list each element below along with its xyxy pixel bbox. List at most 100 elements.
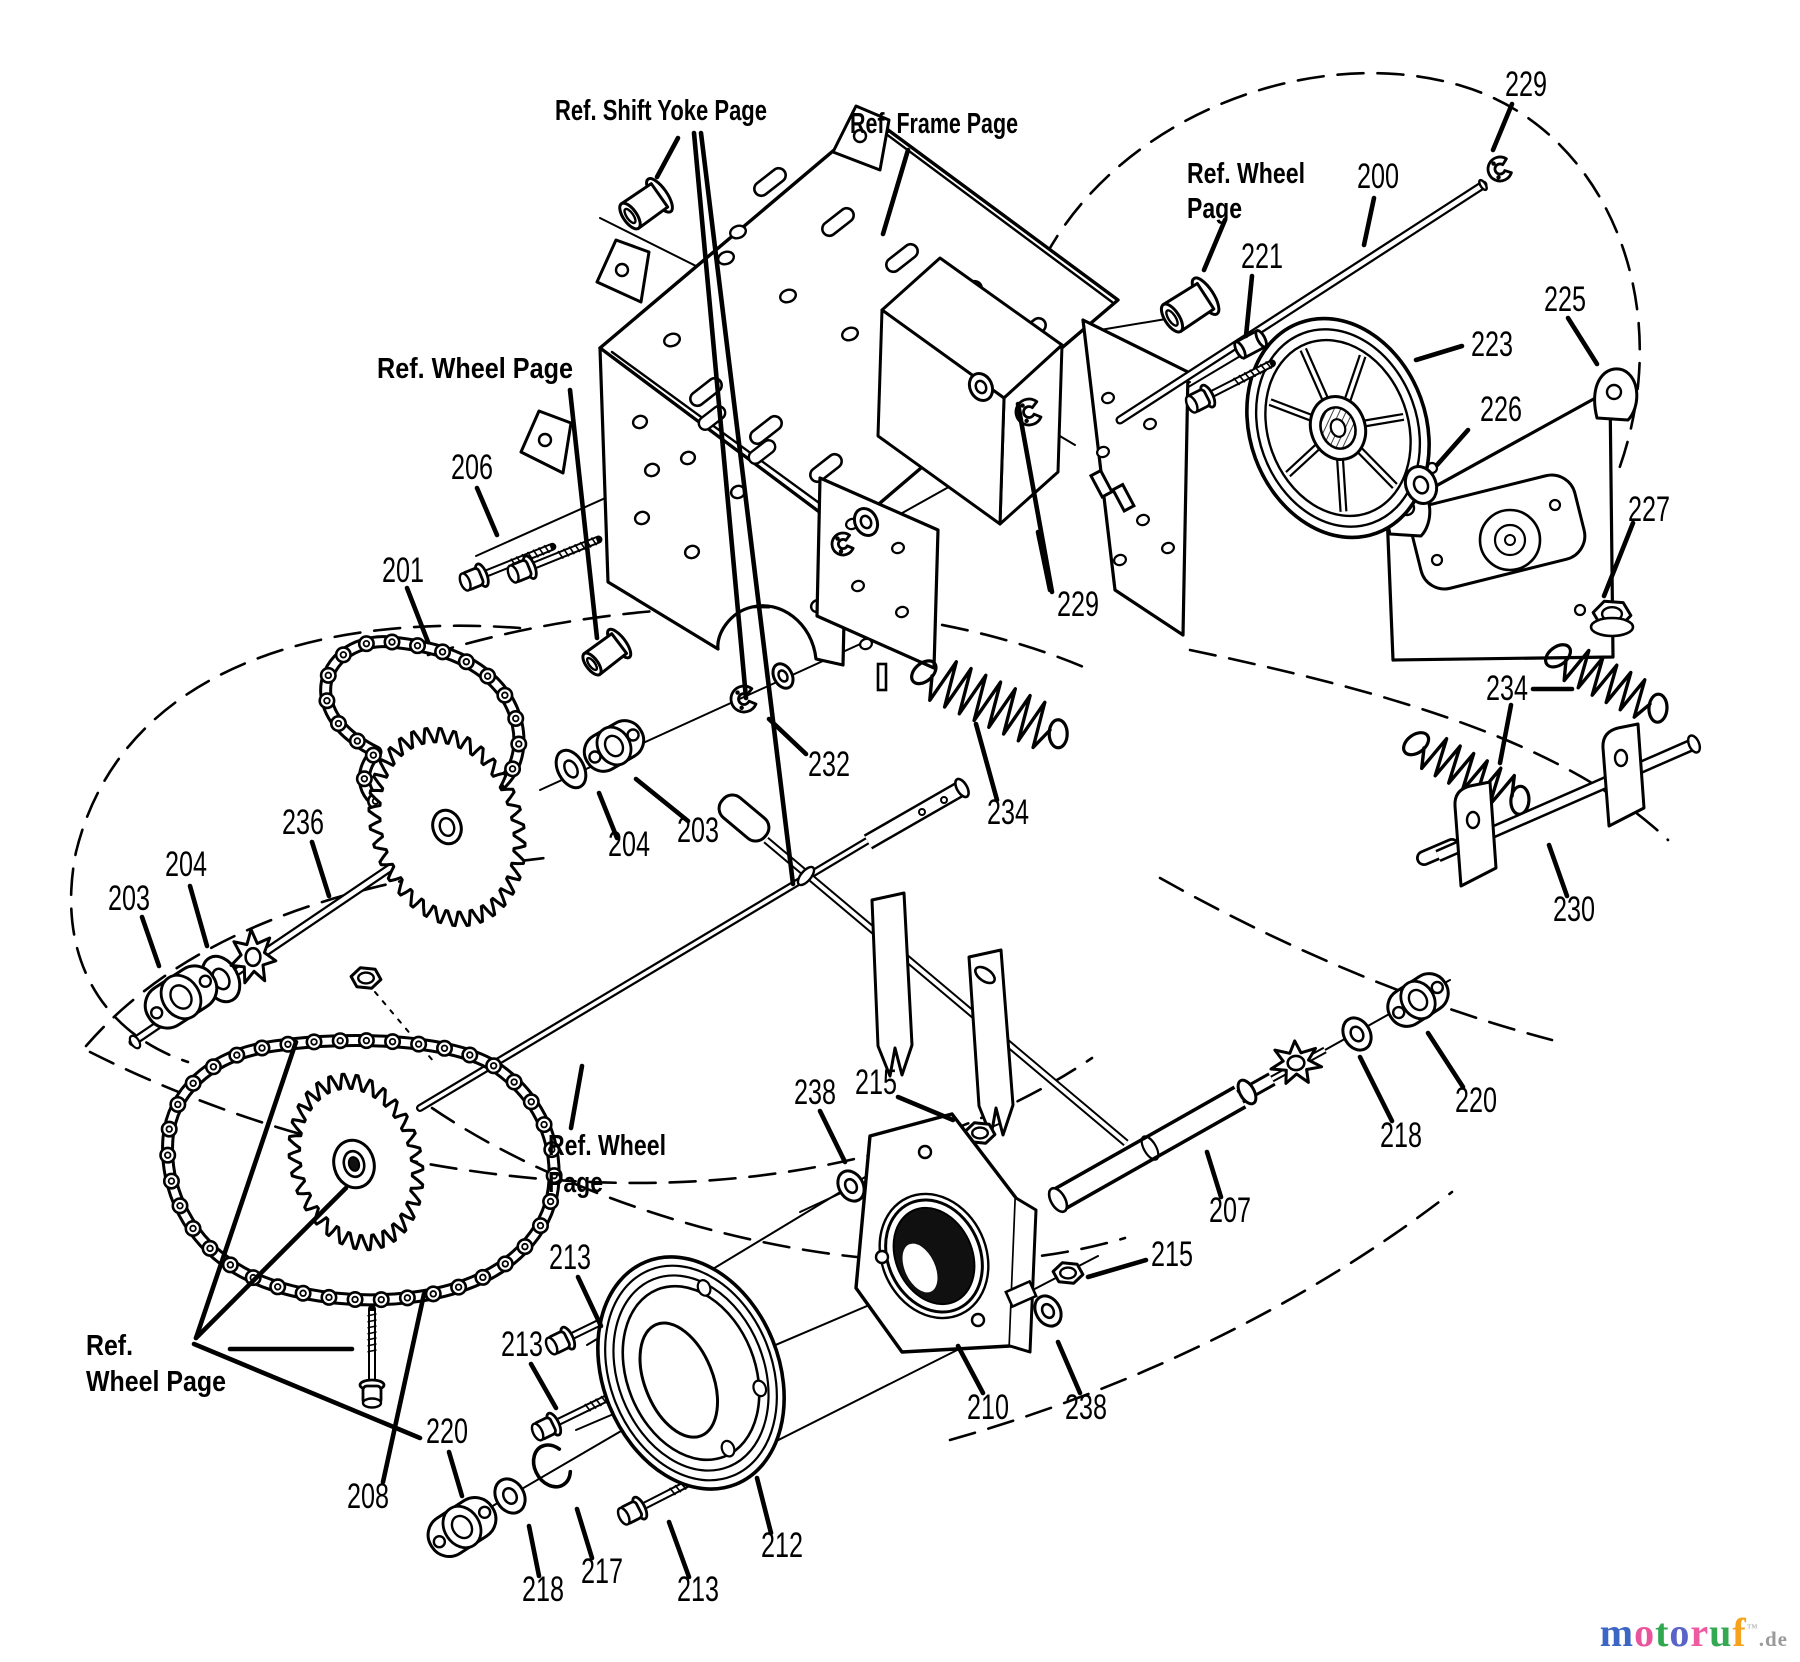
ref-wheel-page-bottomleft-leader bbox=[193, 1039, 299, 1341]
ref-wheel-page-bottomleft-line1: Ref. bbox=[86, 1330, 133, 1362]
callout-201: 201 bbox=[382, 551, 424, 590]
callout-218-right-leader bbox=[1357, 1054, 1395, 1124]
callout-204-mid-leader bbox=[596, 790, 620, 841]
watermark-letter: t bbox=[1655, 1610, 1670, 1655]
clutch-shaft-207 bbox=[1047, 1046, 1327, 1214]
callout-234-mid: 234 bbox=[987, 793, 1029, 832]
washer-238-upper bbox=[836, 1169, 866, 1203]
watermark-letter: o bbox=[1669, 1610, 1691, 1655]
callout-200: 200 bbox=[1357, 157, 1399, 196]
flange-bearing-220-bottom bbox=[426, 1496, 498, 1558]
callout-217: 217 bbox=[581, 1552, 623, 1591]
lower-gear-hub bbox=[332, 1138, 376, 1190]
callout-213-mid: 213 bbox=[501, 1325, 543, 1364]
watermark-letter: m bbox=[1599, 1610, 1635, 1655]
callout-226-leader bbox=[1434, 427, 1471, 468]
callout-215-right: 215 bbox=[1151, 1235, 1193, 1274]
ref-wheel-page-mid-line1: Ref. Wheel bbox=[548, 1130, 666, 1162]
ref-wheel-page-topright-leader bbox=[1201, 217, 1228, 273]
bolt-221 bbox=[1184, 359, 1276, 414]
washer-229-upper bbox=[967, 371, 995, 403]
watermark-letter: o bbox=[1634, 1610, 1656, 1655]
axle-shaft-200 bbox=[1115, 178, 1488, 425]
callout-236: 236 bbox=[282, 803, 324, 842]
washer-238-lower bbox=[1033, 1294, 1063, 1328]
callout-217-leader bbox=[574, 1506, 595, 1561]
ref-wheel-page-left-line1: Ref. Wheel Page bbox=[377, 353, 573, 385]
callout-208: 208 bbox=[347, 1477, 389, 1516]
washer-226 bbox=[1403, 465, 1439, 505]
washer-218-bottom bbox=[493, 1477, 527, 1515]
shift-fork-right bbox=[967, 948, 1015, 1138]
washer-229-left bbox=[852, 506, 880, 538]
main-frame-box bbox=[519, 104, 1190, 692]
ref-shift-yoke-page-leader bbox=[691, 130, 749, 701]
ref-shift-yoke-page-leader bbox=[654, 135, 681, 180]
hex-nut-left bbox=[349, 966, 383, 990]
ref-frame-page-line1: Ref. Frame Page bbox=[850, 108, 1018, 140]
retaining-ring-217 bbox=[531, 1443, 573, 1489]
ref-wheel-page-bottomleft-leader bbox=[191, 1341, 423, 1441]
callout-203-left: 203 bbox=[108, 879, 150, 918]
callout-203-mid: 203 bbox=[677, 811, 719, 850]
callout-225-leader bbox=[1565, 315, 1600, 367]
callout-208-leader bbox=[380, 1291, 427, 1485]
callout-213-bottom: 213 bbox=[677, 1570, 719, 1609]
watermark-letter: u bbox=[1709, 1610, 1733, 1655]
washer-232 bbox=[771, 662, 795, 690]
nut-227-flange bbox=[1589, 616, 1635, 638]
callout-238-upper: 238 bbox=[794, 1073, 836, 1112]
callout-234-mid-leader bbox=[973, 721, 1000, 803]
callout-234-right: 234 bbox=[1486, 669, 1528, 708]
drive-chain-208 bbox=[159, 1032, 563, 1309]
watermark-letter: r bbox=[1690, 1610, 1710, 1655]
ref-wheel-page-topright-line1: Ref. Wheel bbox=[1187, 158, 1305, 190]
callout-229-mid-leader bbox=[1015, 401, 1055, 595]
callout-229-top-leader bbox=[1490, 101, 1515, 153]
shift-rod bbox=[717, 793, 1129, 1147]
bushing-shift-yoke bbox=[618, 177, 674, 231]
motoruf-watermark: motoruf™.de bbox=[1600, 1609, 1788, 1656]
spacer-221 bbox=[1233, 328, 1268, 360]
right-side-plate bbox=[1385, 367, 1639, 662]
ref-frame-page-leader bbox=[880, 147, 911, 237]
callout-212: 212 bbox=[761, 1526, 803, 1565]
callout-207: 207 bbox=[1209, 1191, 1251, 1230]
drive-chain-201 bbox=[318, 633, 528, 823]
ref-wheel-page-left-leader bbox=[567, 387, 600, 641]
callout-221-leader bbox=[1243, 273, 1255, 339]
callout-213-top: 213 bbox=[549, 1238, 591, 1277]
callout-229-top: 229 bbox=[1505, 65, 1547, 104]
callout-230-leader bbox=[1546, 842, 1570, 899]
callout-201-leader bbox=[404, 585, 431, 645]
callout-218-bottom-leader bbox=[526, 1523, 542, 1579]
star-sprocket-left bbox=[229, 928, 278, 985]
spoked-wheel-pulley bbox=[1245, 316, 1431, 540]
watermark-suffix: .de bbox=[1758, 1627, 1788, 1651]
sprocket-207-end bbox=[1269, 1039, 1324, 1085]
ref-wheel-page-mid-leader bbox=[568, 1063, 585, 1131]
flange-bearing-220-right bbox=[1386, 972, 1450, 1028]
callout-labels: 2292002212252232262272062012292322342032… bbox=[86, 65, 1670, 1609]
callout-204-left: 204 bbox=[165, 845, 207, 884]
callout-215-upper: 215 bbox=[855, 1063, 897, 1102]
ref-shift-yoke-page-line1: Ref. Shift Yoke Page bbox=[555, 95, 767, 127]
callout-223-leader bbox=[1413, 343, 1465, 363]
callout-213-mid-leader bbox=[528, 1361, 559, 1411]
callout-213-top-leader bbox=[575, 1274, 604, 1329]
idler-rod-230 bbox=[1416, 722, 1702, 888]
gear-hub-bore bbox=[438, 816, 456, 838]
callout-234-right-leader bbox=[1497, 702, 1514, 766]
callout-223: 223 bbox=[1471, 325, 1513, 364]
callout-221: 221 bbox=[1241, 237, 1283, 276]
callout-215-right-leader bbox=[1085, 1257, 1149, 1280]
shift-fork-left bbox=[870, 891, 914, 1078]
bushing-mid bbox=[581, 627, 633, 677]
callout-226: 226 bbox=[1480, 390, 1522, 429]
callout-220-bottom-leader bbox=[446, 1449, 465, 1499]
ref-wheel-page-topright-line2: Page bbox=[1187, 193, 1242, 225]
callout-218-bottom: 218 bbox=[522, 1570, 564, 1609]
shaft-236-end bbox=[128, 1034, 142, 1050]
